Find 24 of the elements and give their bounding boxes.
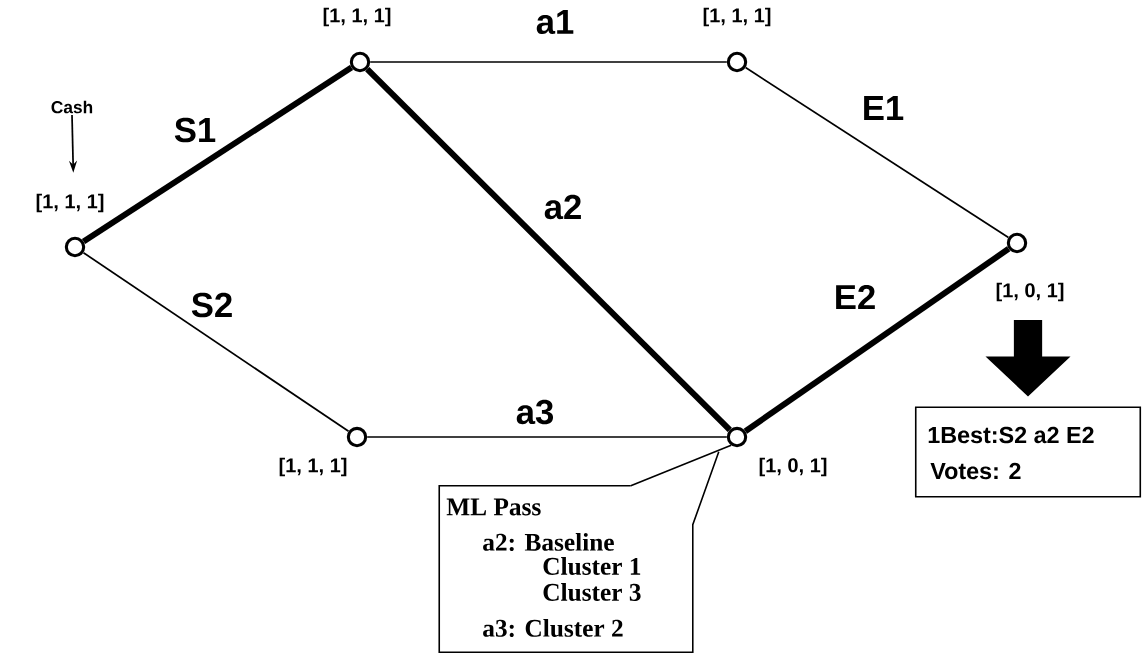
edge-label: E2 bbox=[836, 284, 875, 310]
state-label: [1, 1, 1] bbox=[36, 193, 104, 213]
edge-label: a1 bbox=[536, 9, 574, 35]
note-label: Cash bbox=[51, 100, 93, 114]
state-label: [1, 0, 1] bbox=[996, 282, 1064, 302]
edge-line bbox=[82, 251, 350, 433]
result-box: 1Best:S2 a2 E2 Votes: 2 bbox=[914, 406, 1142, 498]
edge-line bbox=[743, 246, 1011, 434]
edge-label: E1 bbox=[864, 96, 904, 120]
edge-line bbox=[744, 66, 1010, 239]
state-label: [1, 1, 1] bbox=[279, 457, 347, 477]
state-label: [1, 1, 1] bbox=[703, 7, 771, 27]
leader-line bbox=[629, 444, 732, 487]
edge-label: a3 bbox=[516, 399, 554, 425]
edge-line bbox=[366, 436, 728, 438]
edge-line bbox=[369, 61, 728, 63]
edge-label: S1 bbox=[174, 117, 216, 143]
state-label: [1, 0, 1] bbox=[759, 457, 827, 477]
callout-box: ML Pass a2: Baseline Cluster 1 Cluster 3 a3: Cluster 2 bbox=[438, 450, 720, 654]
edge-line bbox=[365, 67, 732, 432]
edge-line bbox=[81, 65, 354, 244]
state-label: [1, 1, 1] bbox=[323, 7, 391, 27]
edge-label: a2 bbox=[544, 194, 581, 220]
edge-label: S2 bbox=[191, 292, 232, 318]
